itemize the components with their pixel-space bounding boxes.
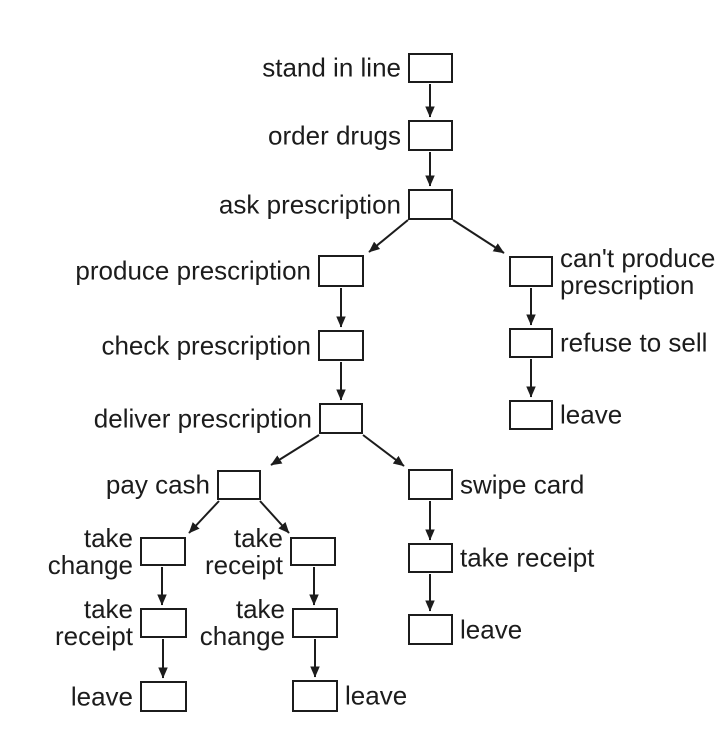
node-label-swipe-card: swipe card <box>460 469 585 499</box>
edge-arrow-pay-cash-to-take-receipt-cash <box>259 500 290 534</box>
node-box-stand-in-line <box>408 53 453 83</box>
node-box-produce-prescription <box>318 255 364 287</box>
node-box-leave-cash-left <box>140 681 187 712</box>
node-box-check-prescription <box>318 330 364 361</box>
node-label-refuse-to-sell: refuse to sell <box>560 327 708 358</box>
node-box-take-receipt-cash <box>290 537 336 566</box>
node-box-take-receipt-cash-2 <box>140 608 187 638</box>
node-box-order-drugs <box>408 120 453 151</box>
node-label-deliver-prescription: deliver prescription <box>93 403 312 433</box>
node-box-ask-prescription <box>408 189 453 220</box>
node-label-ask-prescription: ask prescription <box>218 189 401 219</box>
node-box-take-change-cash <box>140 537 186 566</box>
node-label-take-change-cash: take change <box>47 522 133 580</box>
node-label-leave-cash-left: leave <box>70 681 133 711</box>
node-label-leave-refuse: leave <box>560 399 623 430</box>
node-box-leave-refuse <box>509 400 553 430</box>
node-label-check-prescription: check prescription <box>101 330 311 360</box>
node-label-order-drugs: order drugs <box>268 120 401 150</box>
node-label-leave-cash-mid: leave <box>345 680 408 711</box>
edge-arrow-ask-prescription-to-cant-produce-prescription <box>452 219 505 254</box>
edge-arrow-deliver-prescription-to-swipe-card <box>362 434 405 467</box>
edge-arrow-ask-prescription-to-produce-prescription <box>368 219 409 253</box>
node-label-pay-cash: pay cash <box>105 469 210 500</box>
node-label-take-receipt-card: take receipt <box>460 542 595 573</box>
node-label-leave-card: leave <box>460 614 523 644</box>
node-box-pay-cash <box>217 470 261 500</box>
edge-arrow-pay-cash-to-take-change-cash <box>188 500 220 534</box>
node-box-take-change-cash-2 <box>292 608 338 638</box>
node-label-cant-produce-prescription: can't produce prescription <box>560 242 716 300</box>
edge-arrow-deliver-prescription-to-pay-cash <box>270 434 320 466</box>
node-box-refuse-to-sell <box>509 328 553 358</box>
node-box-deliver-prescription <box>319 403 363 434</box>
node-label-stand-in-line: stand in line <box>262 52 401 83</box>
node-box-cant-produce-prescription <box>509 256 553 287</box>
node-label-produce-prescription: produce prescription <box>75 255 311 286</box>
node-box-leave-card <box>408 614 453 645</box>
node-box-take-receipt-card <box>408 543 453 573</box>
node-label-take-receipt-cash: take receipt <box>204 522 283 580</box>
node-box-swipe-card <box>408 469 453 500</box>
node-label-take-change-cash-2: take change <box>199 594 285 651</box>
edge-group <box>157 84 536 679</box>
node-box-leave-cash-mid <box>292 680 338 712</box>
node-label-take-receipt-cash-2: take receipt <box>54 594 133 651</box>
